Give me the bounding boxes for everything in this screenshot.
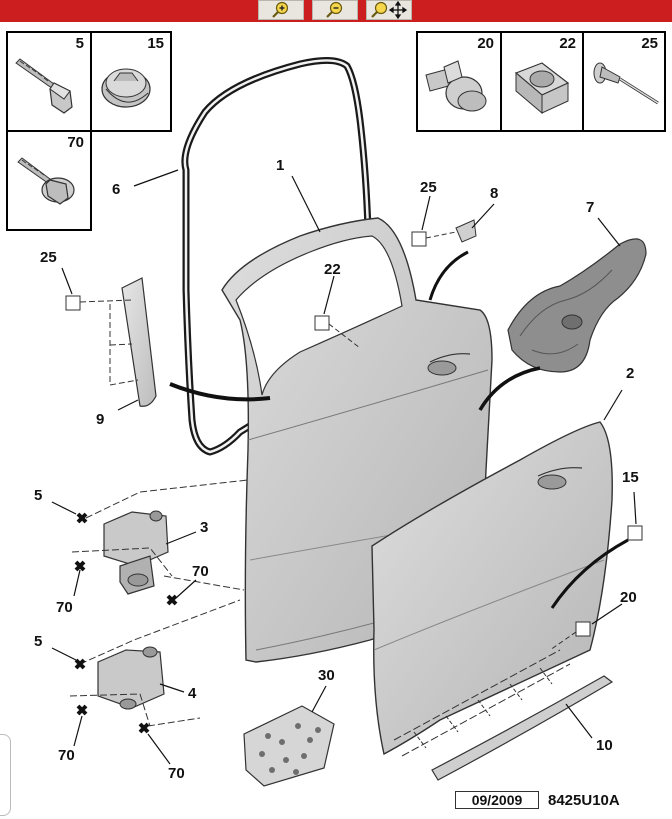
callout-1: 1: [276, 157, 285, 174]
screw-markers: [74, 512, 178, 734]
square-nut-icon: [514, 62, 570, 115]
lower-hinge[interactable]: [97, 646, 165, 710]
sill-moulding[interactable]: [393, 649, 614, 781]
part-number-20: 20: [477, 35, 494, 52]
rivet-icon: [593, 62, 659, 105]
pan-icon: [371, 1, 408, 19]
date-stamp: 09/2009: [455, 791, 539, 809]
part-number-15: 15: [147, 35, 164, 52]
callout-25-left: 25: [40, 249, 57, 266]
callout-8: 8: [490, 185, 499, 202]
part-number-70: 70: [67, 134, 84, 151]
callout-30: 30: [318, 667, 335, 684]
toolbar: [0, 0, 672, 22]
hardware-box-5[interactable]: 5: [6, 31, 92, 132]
callout-2: 2: [626, 365, 635, 382]
flange-bolt-icon: [17, 157, 75, 205]
callout-3: 3: [200, 519, 209, 536]
insulation-pad[interactable]: [507, 238, 647, 373]
hardware-box-20[interactable]: 20: [416, 31, 502, 132]
hardware-box-25[interactable]: 25: [582, 31, 666, 132]
zoom-out-icon: [326, 1, 343, 18]
bolt-icon: [15, 58, 73, 114]
zoom-in-icon: [272, 1, 289, 18]
callout-70-a: 70: [56, 599, 73, 616]
side-panel-edge[interactable]: [0, 734, 11, 816]
push-clip-icon: [425, 60, 487, 112]
door-outer-skin[interactable]: [371, 421, 613, 756]
callout-6: 6: [112, 181, 121, 198]
part-number-5: 5: [75, 35, 84, 52]
part-number-25: 25: [641, 35, 658, 52]
trim-strip[interactable]: [121, 277, 157, 407]
diagram-reference: 8425U10A: [548, 792, 620, 809]
lock-bracket[interactable]: [455, 219, 477, 243]
hardware-box-70[interactable]: 70: [6, 130, 92, 231]
callout-10: 10: [596, 737, 613, 754]
zoom-out-button[interactable]: [312, 0, 358, 20]
upper-hinge[interactable]: [103, 510, 169, 595]
clip-icon: [101, 68, 151, 108]
callout-15: 15: [622, 469, 639, 486]
callout-7: 7: [586, 199, 595, 216]
hardware-box-15[interactable]: 15: [90, 31, 172, 132]
zoom-in-button[interactable]: [258, 0, 304, 20]
callout-4: 4: [188, 685, 197, 702]
callout-5-lower: 5: [34, 633, 43, 650]
part-number-22: 22: [559, 35, 576, 52]
callout-70-c: 70: [58, 747, 75, 764]
callout-70-b: 70: [192, 563, 209, 580]
callout-25-right: 25: [420, 179, 437, 196]
pan-button[interactable]: [366, 0, 412, 20]
callout-22: 22: [324, 261, 341, 278]
callout-20: 20: [620, 589, 637, 606]
callout-70-d: 70: [168, 765, 185, 782]
fastener-kit[interactable]: [243, 705, 335, 787]
callout-9: 9: [96, 411, 105, 428]
hardware-box-22[interactable]: 22: [500, 31, 584, 132]
callout-5-upper: 5: [34, 487, 43, 504]
